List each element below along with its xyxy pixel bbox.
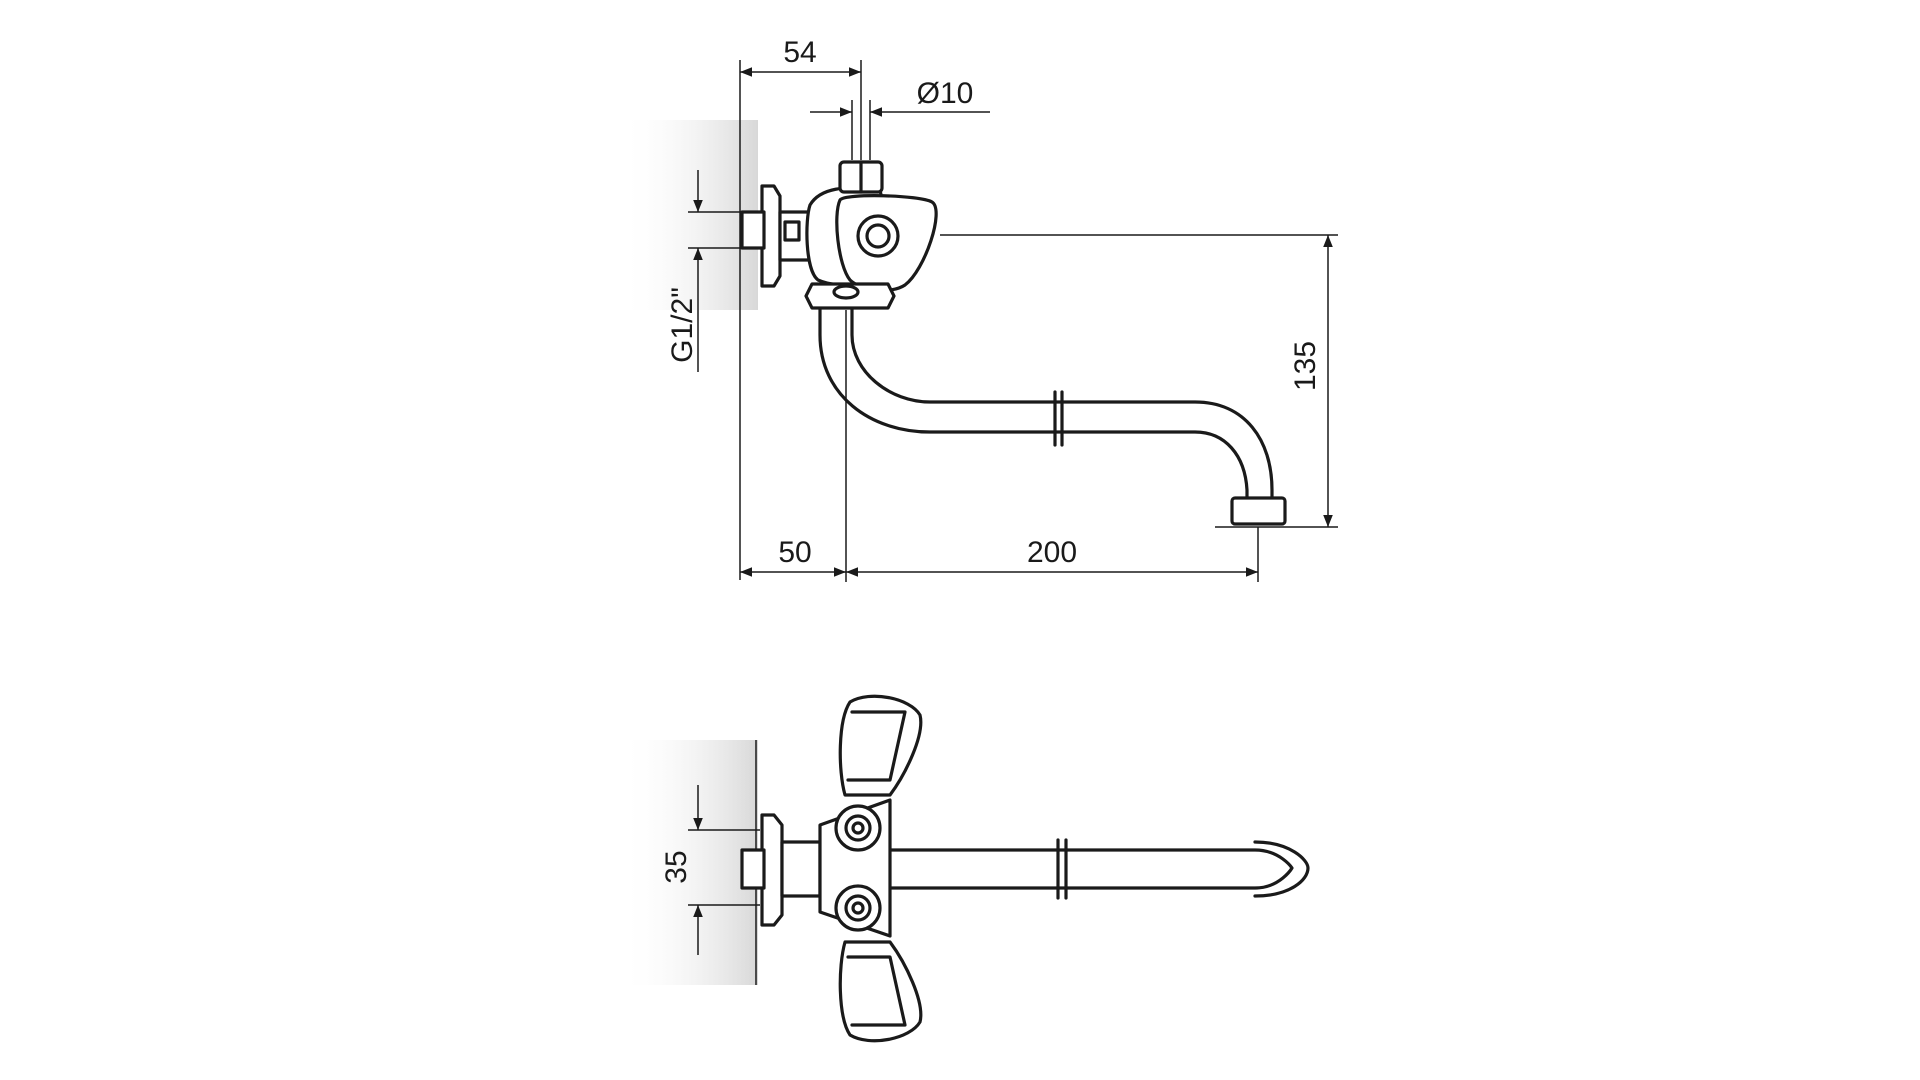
top-valve-cap-upper-center bbox=[851, 821, 865, 835]
dim-200-label: 200 bbox=[1027, 536, 1077, 569]
dim-54-label: 54 bbox=[783, 36, 816, 69]
handle-knob-inner-ring bbox=[865, 223, 891, 249]
spout-pipe-inner bbox=[850, 303, 1274, 500]
dim-135-label: 135 bbox=[1289, 341, 1322, 391]
dim-g12-label: G1/2" bbox=[666, 287, 699, 363]
spout-collar-hole bbox=[832, 284, 860, 300]
wall-flange bbox=[760, 184, 782, 288]
side-view bbox=[620, 60, 1287, 580]
dim-35-label: 35 bbox=[660, 850, 693, 883]
top-view-dimensions: 35 bbox=[660, 785, 760, 955]
side-view-dimensions: 54 Ø10 G1/2" 135 50 200 bbox=[666, 36, 1338, 582]
inlet-stem-window bbox=[783, 220, 801, 242]
top-wall-flange bbox=[760, 813, 784, 927]
top-valve-cap-upper-inner bbox=[844, 814, 872, 842]
spout-break-mark bbox=[1053, 390, 1064, 447]
wall-shading-side bbox=[620, 120, 758, 310]
top-inlet-nut bbox=[740, 848, 766, 890]
top-handle-upper bbox=[838, 694, 923, 797]
spout-collar bbox=[804, 282, 896, 310]
dim-d10-label: Ø10 bbox=[917, 77, 974, 110]
top-valve-cap-lower-inner bbox=[844, 894, 872, 922]
spout-pipe bbox=[818, 303, 1249, 500]
top-valve-cap-lower-center bbox=[851, 901, 865, 915]
top-spout-pipe bbox=[878, 848, 1294, 890]
top-spout-break-mark bbox=[1056, 838, 1068, 900]
dim-50-label: 50 bbox=[778, 536, 811, 569]
top-handle-upper-facet bbox=[846, 710, 907, 782]
top-view bbox=[620, 694, 1310, 1043]
inlet-nut bbox=[740, 210, 766, 250]
wall-shading-top bbox=[620, 740, 758, 985]
spout-aerator bbox=[1230, 496, 1287, 526]
top-inlet-stem bbox=[780, 840, 822, 898]
top-spout-end-ring bbox=[1253, 840, 1310, 898]
top-handle-lower-facet bbox=[846, 955, 907, 1027]
top-handle-lower bbox=[838, 940, 923, 1043]
